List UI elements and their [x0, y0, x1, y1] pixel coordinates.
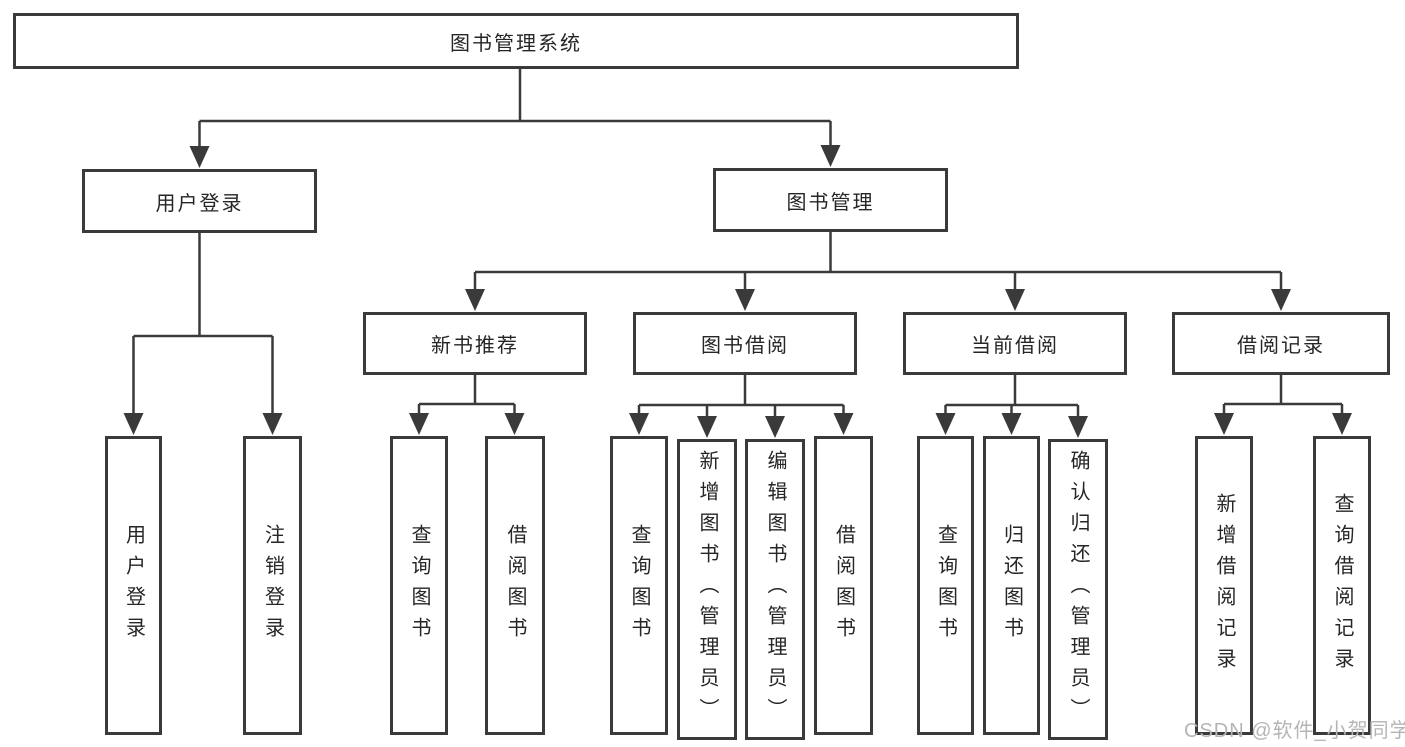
node-leaf-add-books-admin-label: 新增图书（管理员） [696, 450, 718, 729]
node-leaf-confirm-return-admin-label: 确认归还（管理员） [1067, 450, 1089, 729]
node-leaf-confirm-return-admin: 确认归还（管理员） [1048, 439, 1108, 740]
node-leaf-return-books: 归还图书 [983, 436, 1040, 735]
node-leaf-add-borrow-record: 新增借阅记录 [1195, 436, 1253, 735]
node-leaf-borrow-books-label: 借阅图书 [832, 523, 855, 648]
node-leaf-borrow-books-rec: 借阅图书 [485, 436, 545, 735]
node-root-system-label: 图书管理系统 [450, 32, 582, 55]
node-borrowing-records-label: 借阅记录 [1237, 335, 1325, 357]
node-leaf-add-borrow-record-label: 新增借阅记录 [1213, 492, 1235, 679]
node-leaf-return-books-label: 归还图书 [1000, 523, 1023, 648]
node-book-borrowing-label: 图书借阅 [701, 335, 789, 357]
node-current-borrowing: 当前借阅 [903, 312, 1127, 375]
node-leaf-query-books-rec: 查询图书 [390, 436, 448, 735]
node-leaf-borrow-books-rec-label: 借阅图书 [504, 523, 526, 648]
node-leaf-user-login-label: 用户登录 [122, 523, 145, 648]
node-leaf-edit-books-admin-label: 编辑图书（管理员） [764, 450, 786, 729]
node-leaf-borrow-books: 借阅图书 [814, 436, 873, 735]
node-user-login-label: 用户登录 [155, 192, 244, 215]
node-leaf-add-books-admin: 新增图书（管理员） [677, 439, 737, 740]
node-book-management: 图书管理 [713, 168, 948, 232]
node-book-management-label: 图书管理 [786, 191, 875, 214]
node-new-book-recommendation: 新书推荐 [363, 312, 587, 375]
node-leaf-query-borrow-record: 查询借阅记录 [1313, 436, 1371, 735]
node-leaf-logout: 注销登录 [243, 436, 302, 735]
node-user-login: 用户登录 [82, 169, 317, 233]
csdn-watermark: CSDN @软件_小贺同学 [1184, 720, 1405, 742]
node-leaf-logout-label: 注销登录 [261, 523, 284, 648]
node-leaf-query-borrow-record-label: 查询借阅记录 [1331, 492, 1353, 679]
node-leaf-query-books-current: 查询图书 [917, 436, 974, 735]
node-root-system: 图书管理系统 [13, 13, 1019, 69]
node-leaf-query-books-rec-label: 查询图书 [408, 523, 430, 648]
node-leaf-query-books-current-label: 查询图书 [934, 523, 957, 648]
node-leaf-query-books-borrow: 查询图书 [610, 436, 668, 735]
node-current-borrowing-label: 当前借阅 [971, 335, 1059, 357]
node-borrowing-records: 借阅记录 [1172, 312, 1390, 375]
node-book-borrowing: 图书借阅 [633, 312, 857, 375]
node-new-book-recommendation-label: 新书推荐 [431, 335, 519, 357]
node-leaf-user-login: 用户登录 [105, 436, 162, 735]
node-leaf-query-books-borrow-label: 查询图书 [628, 523, 650, 648]
node-leaf-edit-books-admin: 编辑图书（管理员） [745, 439, 805, 740]
